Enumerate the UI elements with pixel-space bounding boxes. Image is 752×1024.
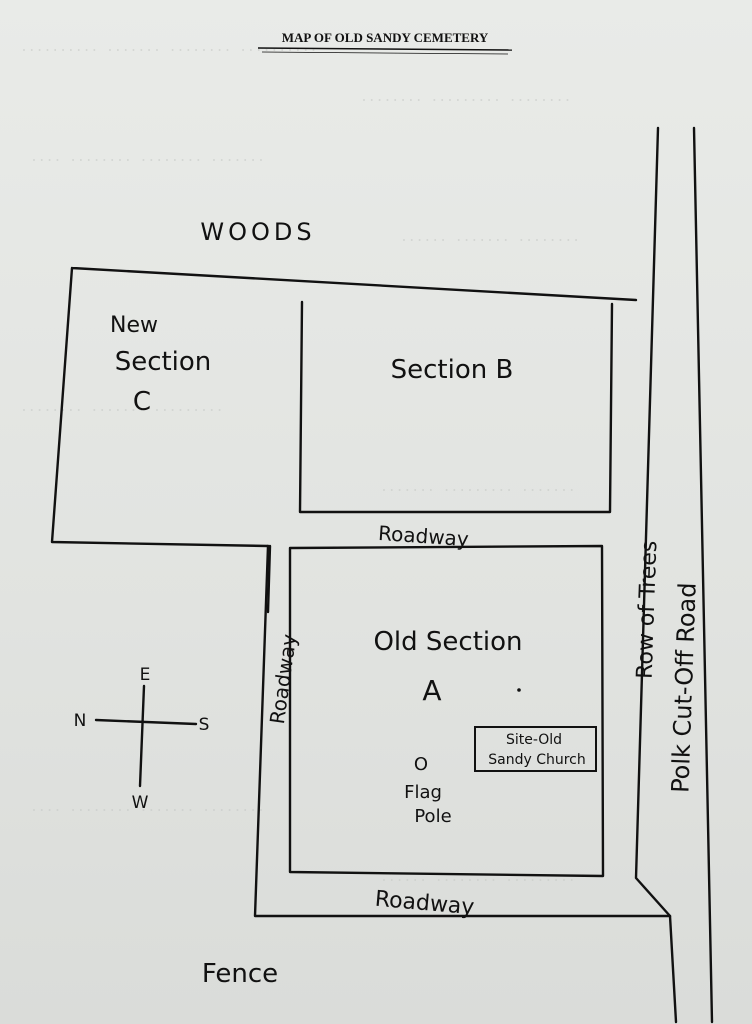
church-site-label-line2: Sandy Church bbox=[488, 752, 586, 768]
compass-west-label: W bbox=[132, 793, 149, 813]
flag-pole-label-line1: Flag bbox=[404, 782, 442, 803]
compass-rose: E W N S bbox=[74, 665, 210, 813]
section-b-label: Section B bbox=[391, 355, 514, 385]
new-section-c-label-line1: New bbox=[110, 313, 158, 338]
old-section-dot bbox=[517, 688, 521, 692]
title-underline-double bbox=[261, 51, 509, 55]
roadway-left-label: Roadway bbox=[265, 632, 301, 725]
new-section-c-label-line2: Section bbox=[115, 347, 212, 377]
polk-cut-off-road-label: Polk Cut-Off Road bbox=[666, 582, 701, 793]
title-underline bbox=[257, 47, 513, 51]
flag-pole-label-line2: Pole bbox=[414, 806, 451, 827]
map-title: MAP OF OLD SANDY CEMETERY bbox=[282, 30, 489, 45]
old-section-a-label: Old Section bbox=[373, 627, 522, 657]
church-site-box bbox=[474, 726, 597, 772]
new-section-c-boundary bbox=[50, 266, 638, 548]
roadway-outer-edge bbox=[253, 544, 678, 1024]
compass-north-label: N bbox=[74, 711, 87, 731]
fence-label: Fence bbox=[202, 959, 278, 989]
row-of-trees-label: Row of Trees bbox=[633, 540, 663, 679]
compass-south-label: S bbox=[199, 715, 210, 735]
compass-vertical bbox=[138, 684, 146, 788]
woods-label: WOODS bbox=[200, 218, 315, 246]
compass-horizontal bbox=[94, 718, 198, 726]
old-section-a-boundary bbox=[288, 544, 605, 878]
compass-east-label: E bbox=[140, 665, 151, 685]
flag-pole-marker: O bbox=[414, 754, 428, 775]
row-of-trees-edge bbox=[634, 126, 672, 918]
old-section-a-letter: A bbox=[422, 674, 441, 707]
new-section-c-label-line3: C bbox=[133, 387, 151, 417]
section-b-boundary bbox=[298, 300, 614, 514]
church-site-label-line1: Site-Old bbox=[506, 732, 562, 748]
polk-road-edge bbox=[692, 126, 714, 1024]
section-c-divider bbox=[266, 544, 272, 614]
